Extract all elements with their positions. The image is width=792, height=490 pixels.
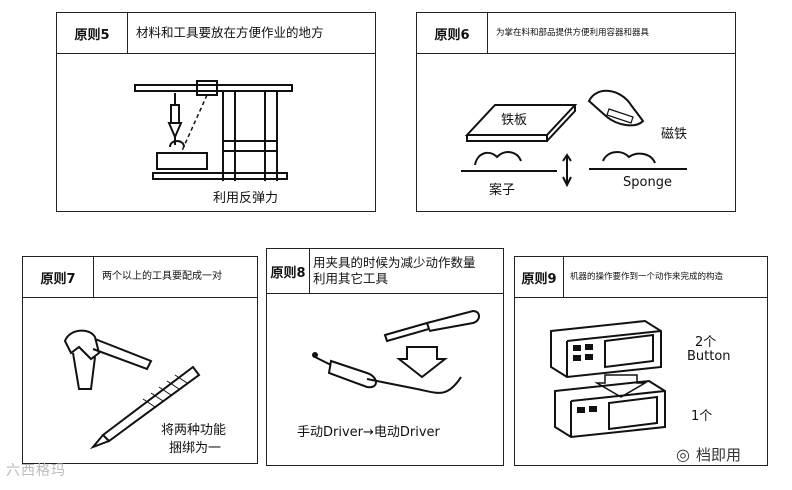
watermark-right-text: 档即用 (695, 446, 741, 464)
principle-title-line-2: 利用其它工具 (313, 271, 389, 286)
watermark-left-text: 六西格玛 (6, 463, 66, 479)
label-rebound-force: 利用反弹力 (213, 191, 279, 206)
watermark-six-sigma: 六西格玛 (6, 460, 66, 480)
panel-principle-6: 原则6 为掌在料和部品提供方便利用容器和器具 铁板 磁铁 案子 Sponge (416, 12, 736, 212)
panel-principle-7: 原则7 两个以上的工具要配成一对 将两种功能 捆绑为一 (22, 256, 258, 464)
panel-header: 原则8 用夹具的时候为减少动作数量 利用其它工具 (267, 249, 503, 294)
label-two-functions: 将两种功能 (161, 423, 227, 438)
wechat-icon: ◎ (676, 445, 690, 464)
principle-number: 原则5 (57, 13, 128, 53)
panel-principle-5: 原则5 材料和工具要放在方便作业的地方 利用反弹力 (56, 12, 376, 212)
principle-number: 原则7 (23, 257, 94, 297)
principle-number: 原则6 (417, 13, 488, 53)
magnet-tray-illustration (461, 90, 687, 188)
spring-tool-illustration (134, 80, 293, 181)
driver-upgrade-illustration (312, 309, 480, 394)
principle-title: 为掌在料和部品提供方便利用容器和器具 (496, 27, 650, 38)
label-bundle-into-one: 捆绑为一 (169, 441, 222, 456)
panel-header: 原则9 机器的操作要作到一个动作来完成的构造 (515, 257, 767, 298)
label-manual-to-electric-driver: 手动Driver→电动Driver (297, 425, 440, 440)
label-sponge: Sponge (623, 175, 672, 190)
principle-title: 用夹具的时候为减少动作数量 利用其它工具 (310, 249, 476, 293)
label-two-buttons-count: 2个 (695, 335, 717, 350)
label-button: Button (687, 349, 731, 364)
principle-number: 原则8 (267, 249, 310, 293)
combined-tool-illustration (63, 329, 201, 450)
label-table: 案子 (489, 183, 516, 198)
panel-header: 原则7 两个以上的工具要配成一对 (23, 257, 257, 298)
principle-title: 机器的操作要作到一个动作来完成的构造 (570, 271, 724, 282)
panel-header: 原则5 材料和工具要放在方便作业的地方 (57, 13, 375, 54)
watermark-account: ◎ 档即用 (676, 444, 741, 465)
machine-buttons-illustration (550, 319, 666, 439)
principle-number: 原则9 (515, 257, 564, 297)
panel-principle-8: 原则8 用夹具的时候为减少动作数量 利用其它工具 手动Driver→电动Driv… (266, 248, 504, 466)
panel-principle-9: 原则9 机器的操作要作到一个动作来完成的构造 2个 Button 1个 (514, 256, 768, 466)
principle-title: 材料和工具要放在方便作业的地方 (136, 25, 324, 41)
label-iron-plate: 铁板 (501, 113, 528, 128)
principle-title: 两个以上的工具要配成一对 (102, 270, 222, 282)
panel-header: 原则6 为掌在料和部品提供方便利用容器和器具 (417, 13, 735, 54)
label-one-button-count: 1个 (691, 409, 713, 424)
principle-title-line-1: 用夹具的时候为减少动作数量 (313, 255, 476, 271)
label-magnet: 磁铁 (661, 127, 688, 142)
